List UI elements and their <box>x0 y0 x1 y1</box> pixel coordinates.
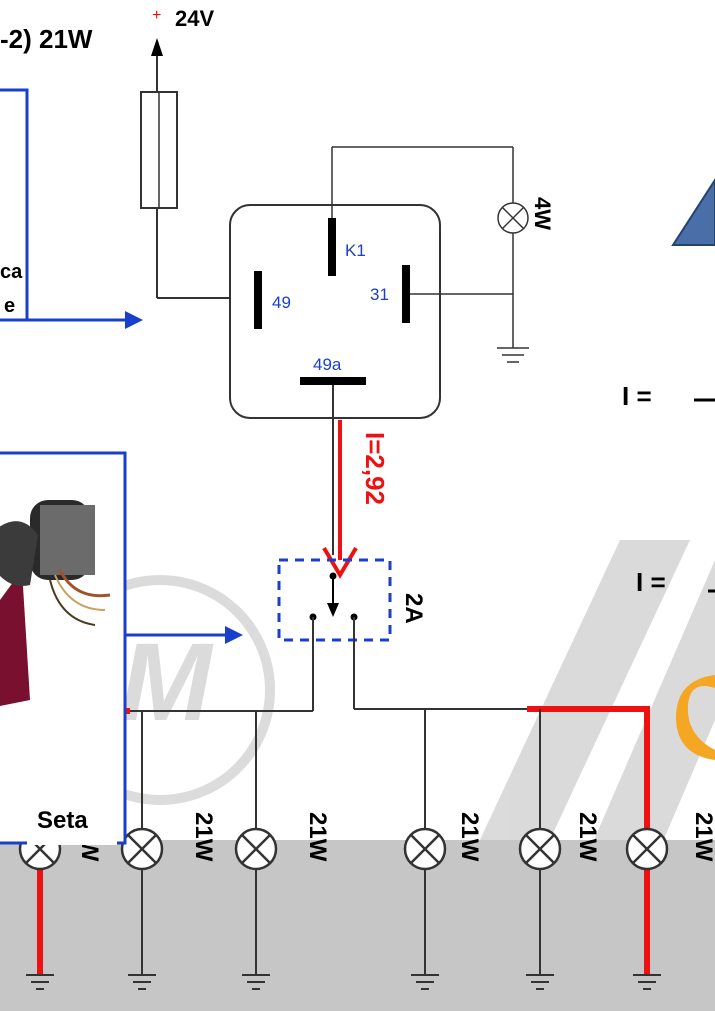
relay-label-49: 49 <box>272 293 291 312</box>
relay-label-k1: K1 <box>345 241 366 260</box>
current-formula-1: I = <box>622 381 652 411</box>
pilot-ground-icon <box>497 347 529 363</box>
lamp-icon <box>625 827 669 871</box>
current-label: I=2,92 <box>360 432 390 505</box>
ground-icon <box>26 974 661 990</box>
watermark-logo: M <box>45 575 275 805</box>
svg-text:M: M <box>120 621 214 744</box>
lamp-icon <box>234 827 278 871</box>
turn-signal-switch-image <box>0 500 111 706</box>
current-formula-2: I = <box>636 567 666 597</box>
switch-label-box <box>27 795 117 845</box>
lamp-power-label: 21W <box>690 812 715 862</box>
lamp-power-label: 21W <box>456 812 483 862</box>
arrow-right-icon <box>125 311 143 329</box>
lamp-icon <box>403 827 447 871</box>
header-power-label: -2) 21W <box>0 24 93 54</box>
relay-terminal-31 <box>402 265 410 323</box>
left-panel-text-1: ca <box>0 261 23 283</box>
pilot-lamp-icon <box>497 202 529 234</box>
relay-label-31: 31 <box>370 285 389 304</box>
relay-box <box>229 204 441 419</box>
arrow-right-icon <box>225 626 243 644</box>
supply-arrow-icon <box>151 38 163 56</box>
lamp-icon <box>120 827 164 871</box>
triangle-shape <box>671 178 715 246</box>
flasher-switch-box <box>277 558 392 642</box>
relay-label-49a: 49a <box>313 355 342 374</box>
supply-voltage-label: 24V <box>175 6 214 31</box>
lamp-power-label: 21W <box>304 812 331 862</box>
plus-sign: + <box>152 7 161 24</box>
relay-terminal-49 <box>254 271 262 329</box>
fuse-rating-label: 2A <box>400 593 427 624</box>
lamp-icon <box>518 827 562 871</box>
relay-terminal-k1 <box>328 218 336 276</box>
switch-label: Seta <box>37 807 88 834</box>
current-arrow-icon <box>322 546 358 579</box>
lamp-power-label: 21W <box>190 812 217 862</box>
pilot-lamp-power-label: 4W <box>530 197 555 230</box>
lamp-power-label: 21W <box>574 812 601 862</box>
right-highlight-wire <box>527 706 650 830</box>
left-info-panel <box>0 88 29 322</box>
orange-accent-shape <box>675 675 715 760</box>
bottom-banner <box>0 840 715 1011</box>
relay-terminal-49a <box>300 377 366 385</box>
left-panel-text-2: e <box>4 295 15 317</box>
